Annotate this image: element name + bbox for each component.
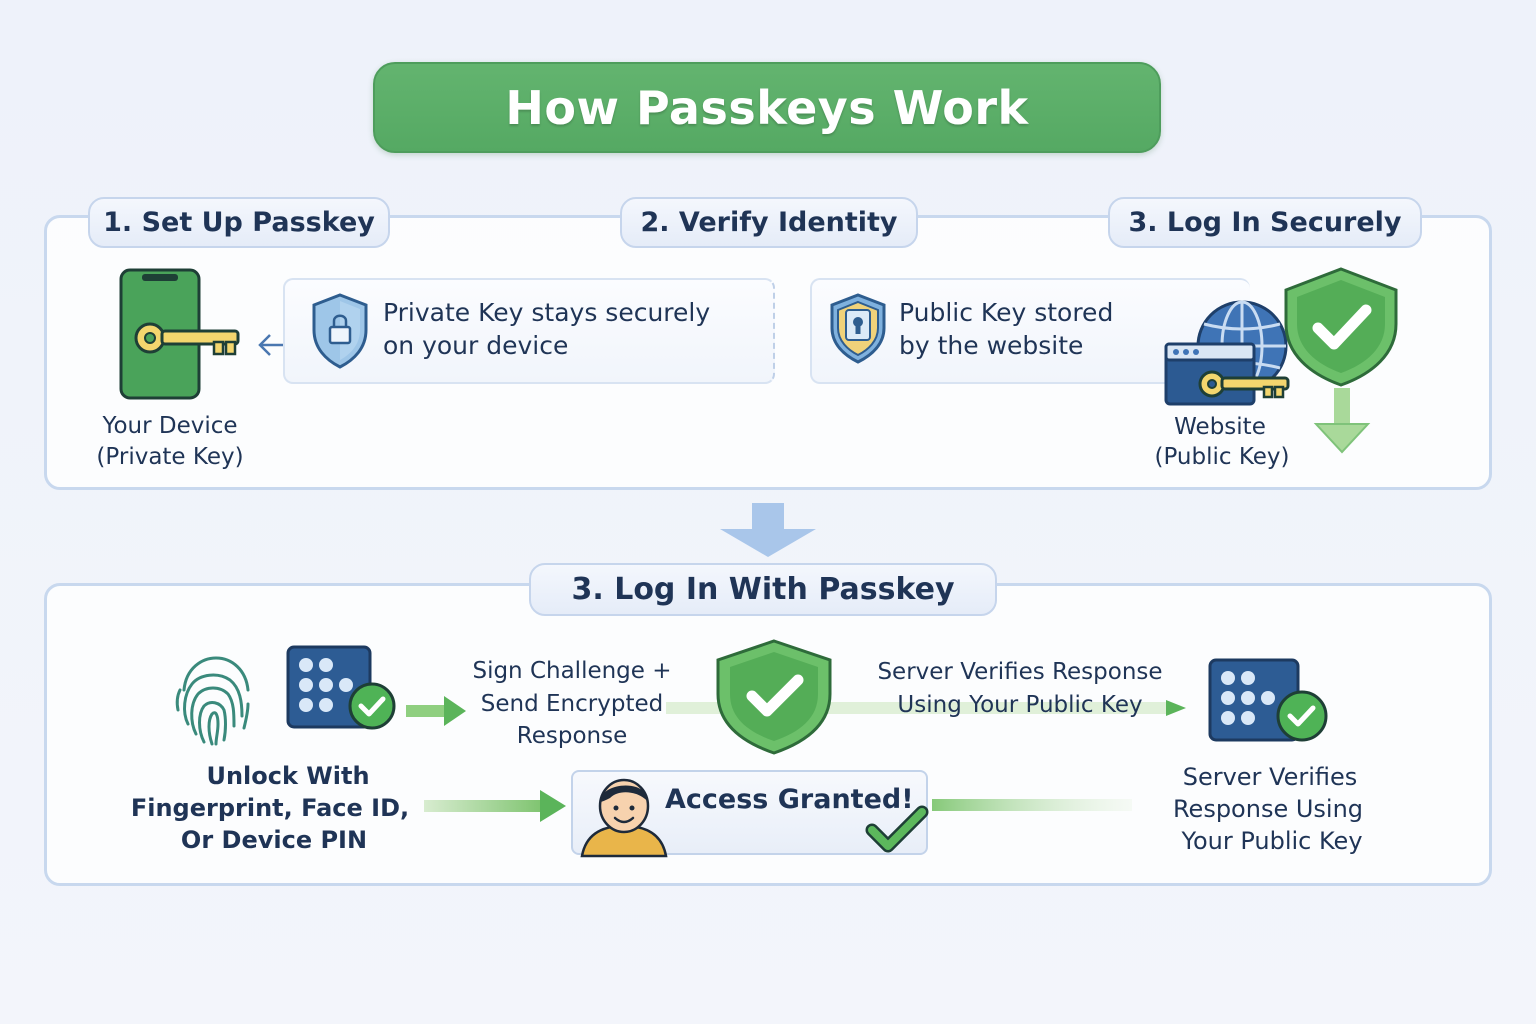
- access-granted-text: Access Granted!: [665, 784, 914, 815]
- server-right-line2: Response Using: [1172, 795, 1364, 823]
- arrow-right-icon: [406, 696, 466, 726]
- step-2-tab: 2. Verify Identity: [620, 197, 918, 248]
- check-shield-icon: [1284, 267, 1398, 387]
- lock-shield-icon: [312, 293, 368, 369]
- arrow-right-icon: [424, 790, 566, 822]
- fingerprint-icon: [175, 656, 250, 746]
- sign-line1: Sign Challenge +: [472, 658, 672, 684]
- server-mid-line1: Server Verifies Response: [877, 659, 1163, 685]
- sign-line2: Send Encrypted: [480, 691, 664, 717]
- sign-line3: Response: [516, 723, 628, 749]
- keypad-icon: [1208, 658, 1328, 742]
- key-icon: [134, 322, 240, 356]
- connector-line: [666, 700, 1186, 716]
- device-label-line2: (Private Key): [96, 444, 244, 470]
- private-card-line2: on your device: [383, 331, 569, 360]
- public-card-line1: Public Key stored: [899, 298, 1114, 327]
- step-3-login-tab: 3. Log In With Passkey: [529, 563, 997, 616]
- down-arrow-icon: [720, 503, 816, 557]
- title-banner: How Passkeys Work: [373, 62, 1161, 153]
- step-1-tab: 1. Set Up Passkey: [88, 197, 390, 248]
- unlock-line2: Fingerprint, Face ID,: [130, 794, 410, 822]
- check-icon: [865, 805, 929, 853]
- private-key-card: [283, 278, 775, 384]
- person-icon: [580, 778, 668, 858]
- public-card-line2: by the website: [899, 331, 1084, 360]
- phone-icon: [119, 268, 240, 400]
- check-shield-icon: [716, 639, 832, 755]
- website-label-line2: (Public Key): [1154, 444, 1290, 470]
- keyhole-shield-icon: [830, 293, 886, 364]
- device-label-line1: Your Device: [102, 413, 238, 439]
- step-3-tab: 3. Log In Securely: [1108, 197, 1422, 248]
- server-mid-line2: Using Your Public Key: [897, 692, 1143, 718]
- unlock-line3: Or Device PIN: [180, 826, 368, 854]
- connector-line: [932, 799, 1132, 811]
- server-right-line1: Server Verifies: [1182, 763, 1358, 791]
- keypad-icon: [286, 645, 396, 730]
- page-title: How Passkeys Work: [505, 80, 1029, 135]
- server-right-line3: Your Public Key: [1181, 827, 1363, 855]
- private-card-line1: Private Key stays securely: [383, 298, 711, 327]
- website-label-line1: Website: [1174, 414, 1266, 440]
- unlock-line1: Unlock With: [206, 762, 370, 790]
- website-icon-group: [1164, 300, 1290, 406]
- down-arrow-green-icon: [1313, 388, 1371, 454]
- key-icon: [1198, 370, 1290, 399]
